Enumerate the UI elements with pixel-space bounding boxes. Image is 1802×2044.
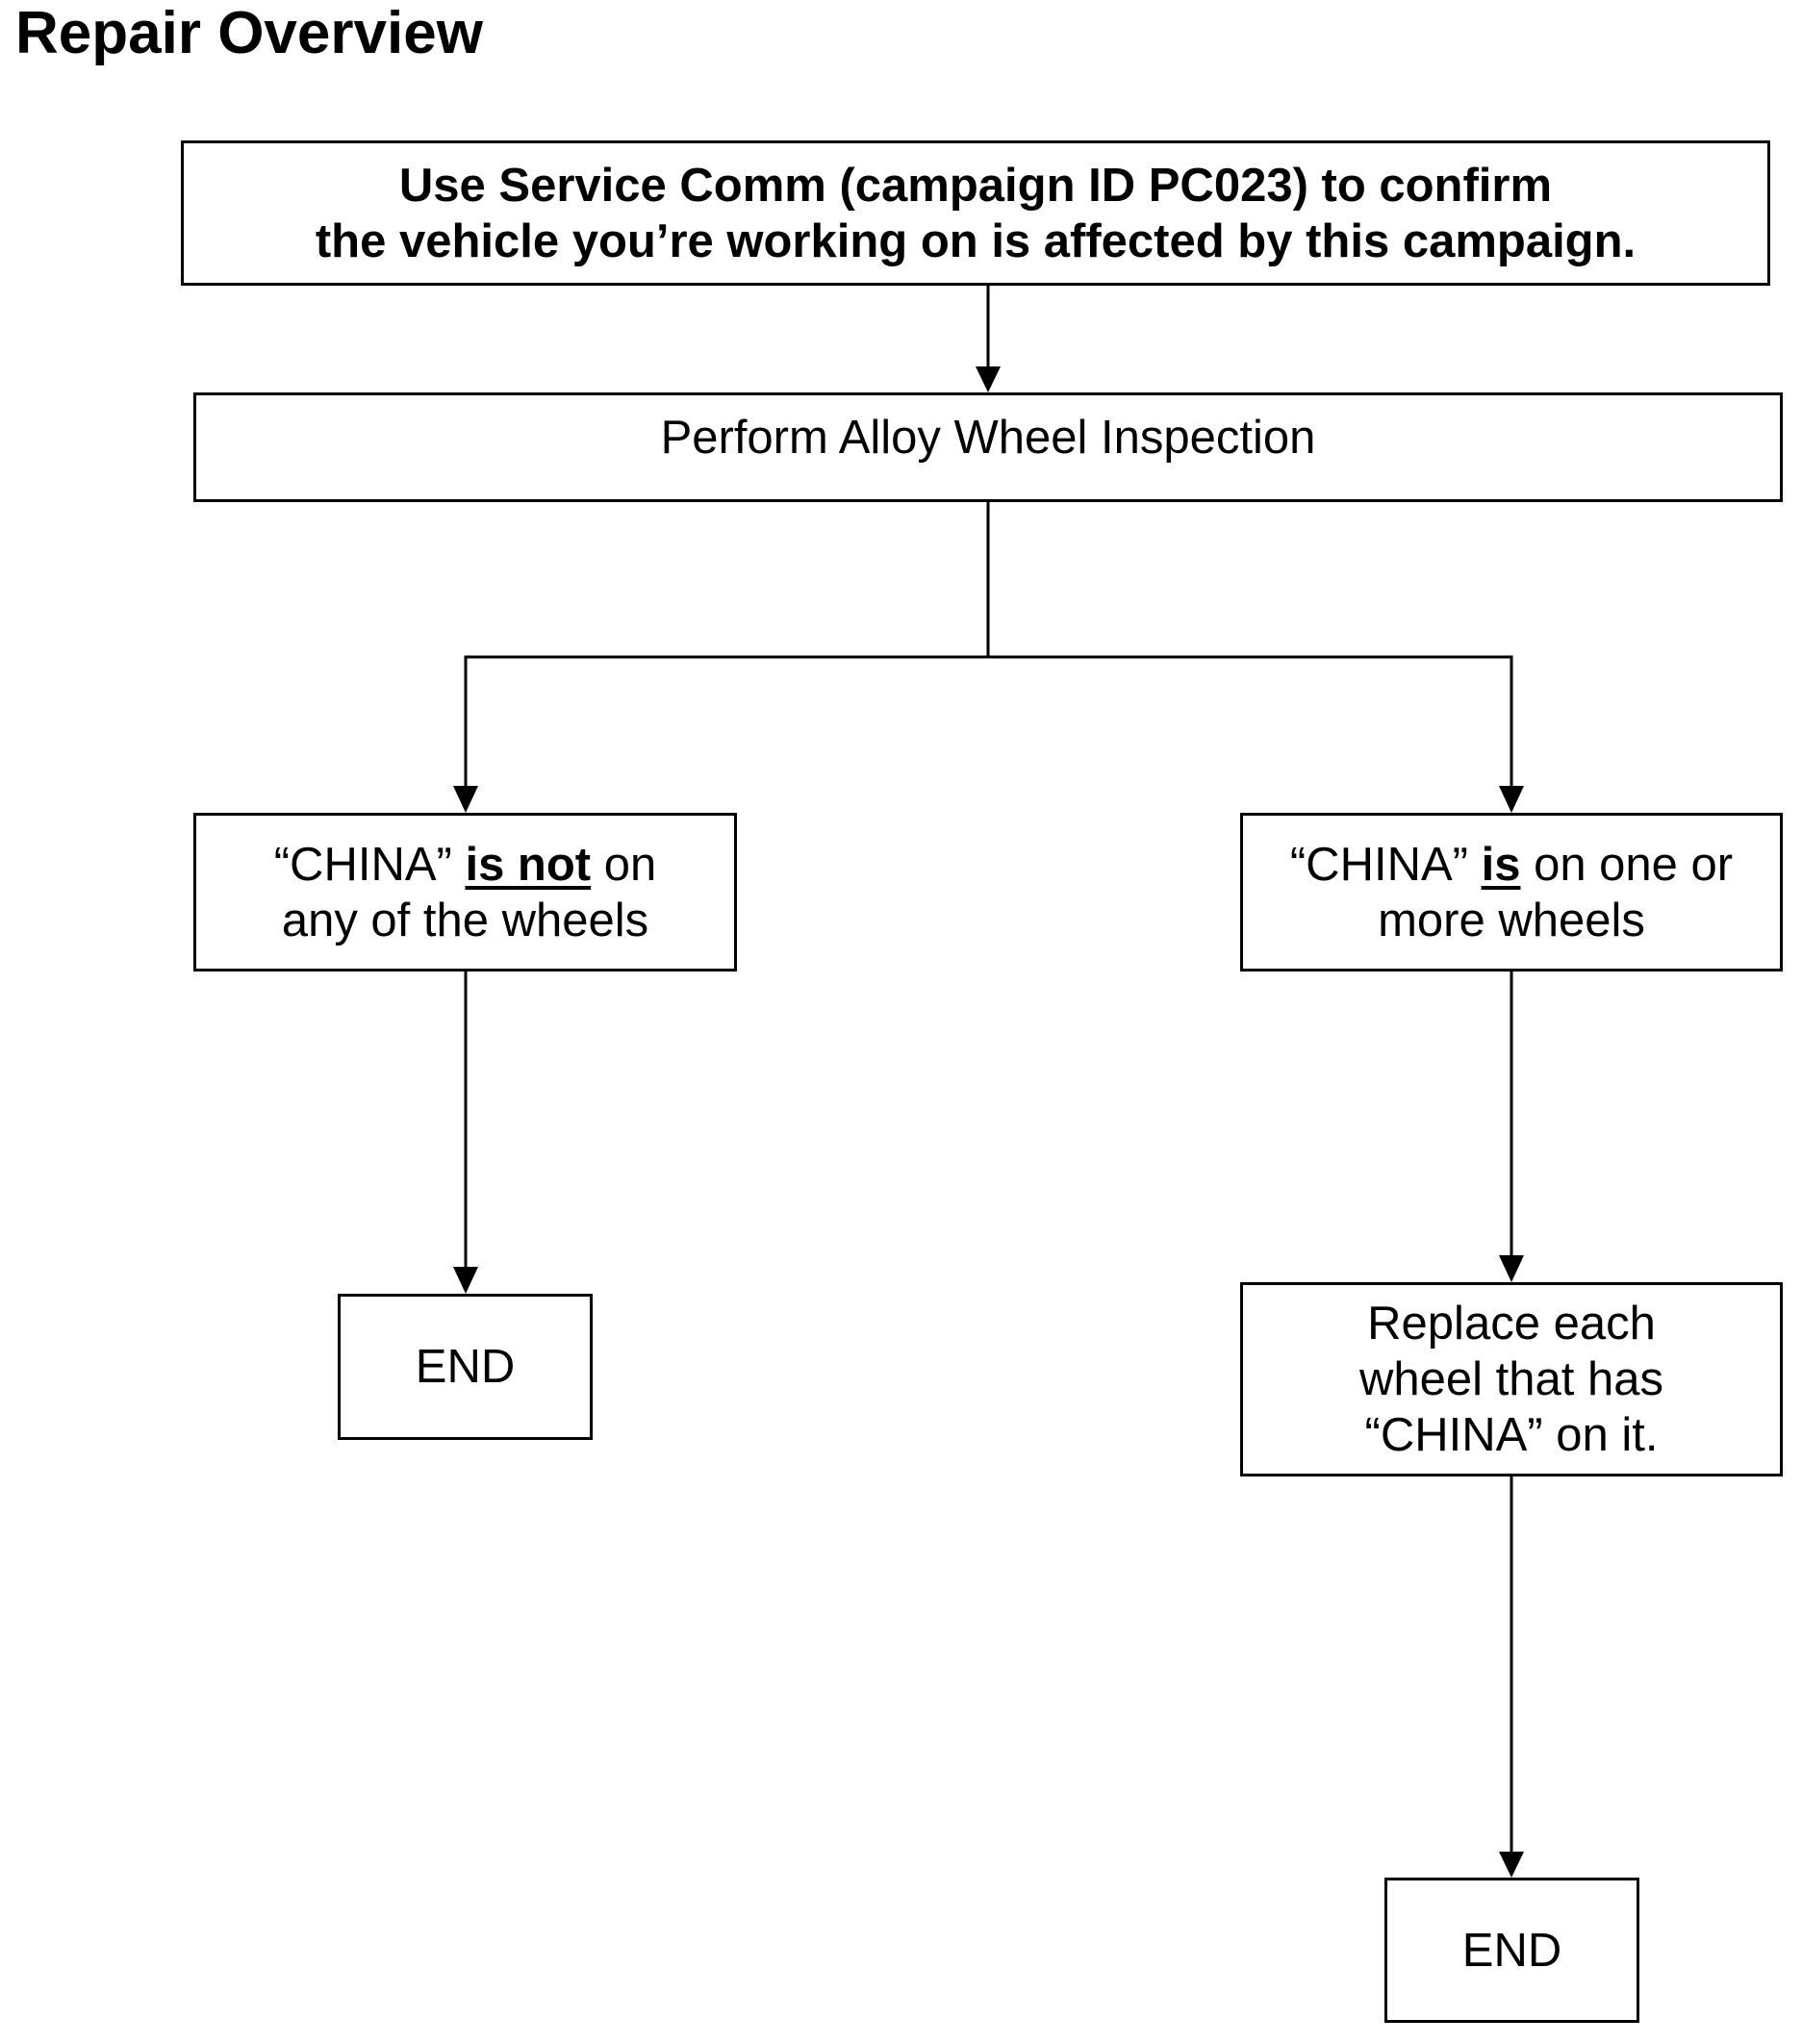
inspection-text: Perform Alloy Wheel Inspection xyxy=(660,412,1316,464)
arrowhead-end-right xyxy=(1499,1852,1524,1878)
confirm-line-1: Use Service Comm (campaign ID PC023) to … xyxy=(398,159,1553,212)
arrowhead-end-left xyxy=(453,1267,478,1294)
is-china-line-2: more wheels xyxy=(1378,894,1645,946)
arrowhead-inspect xyxy=(976,366,1001,392)
arrowhead-replace xyxy=(1499,1255,1524,1282)
is-china-emphasis: is xyxy=(1481,838,1521,891)
not-china-suffix: on xyxy=(591,838,657,891)
confirm-vehicle-node: Use Service Comm (campaign ID PC023) to … xyxy=(181,140,1770,286)
end-right-text: END xyxy=(1461,1924,1562,1977)
is-china-suffix: on one or xyxy=(1520,838,1734,891)
end-left-text: END xyxy=(415,1341,516,1393)
confirm-line-2: the vehicle you’re working on is affecte… xyxy=(315,214,1637,267)
end-right-node: END xyxy=(1384,1878,1639,2023)
replace-wheel-node: Replace each wheel that has “CHINA” on i… xyxy=(1240,1282,1783,1476)
not-china-emphasis: is not xyxy=(465,838,592,891)
replace-line-1: Replace each xyxy=(1367,1298,1656,1350)
is-china-node: “CHINA” is on one or more wheels xyxy=(1240,813,1783,972)
is-china-prefix: “CHINA” xyxy=(1289,838,1482,891)
not-china-prefix: “CHINA” xyxy=(273,838,466,891)
replace-line-2: wheel that has xyxy=(1359,1353,1663,1405)
end-left-node: END xyxy=(338,1294,593,1440)
not-china-node: “CHINA” is not on any of the wheels xyxy=(193,813,737,972)
page-title: Repair Overview xyxy=(15,0,483,66)
connector-inspect-branch-right xyxy=(988,655,1513,786)
connector-inspect-branch xyxy=(464,502,990,786)
replace-line-3: “CHINA” on it. xyxy=(1364,1409,1659,1461)
arrowhead-is-china xyxy=(1499,786,1524,813)
arrowhead-not-china xyxy=(453,786,478,813)
inspection-node: Perform Alloy Wheel Inspection xyxy=(193,392,1783,502)
not-china-line-2: any of the wheels xyxy=(281,894,649,946)
